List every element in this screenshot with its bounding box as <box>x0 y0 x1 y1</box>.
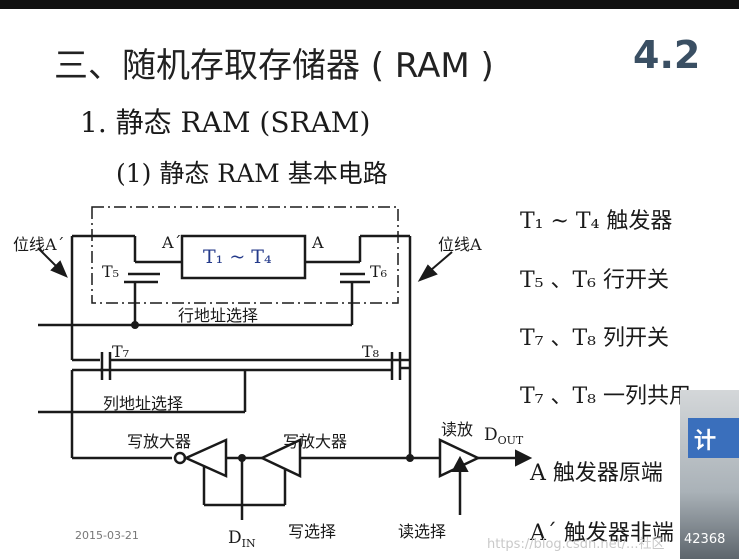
subheading-basic-circuit: (1) 静态 RAM 基本电路 <box>116 159 388 188</box>
label-t7: T₇ <box>112 342 130 361</box>
label-din: DIN <box>228 528 256 550</box>
heading-sram: 1. 静态 RAM (SRAM) <box>80 106 371 139</box>
top-bar <box>0 0 739 9</box>
legend-item-5: A 触发器原端 <box>530 461 663 486</box>
node-a-prime: A´ <box>162 233 182 252</box>
section-number: 4.2 <box>633 33 701 77</box>
label-write-amp-1: 写放大器 <box>127 432 192 451</box>
label-column-select: 列地址选择 <box>103 394 184 413</box>
label-read-select: 读选择 <box>398 522 447 541</box>
legend-item-6: A´ 触发器非端 <box>530 521 674 546</box>
label-t5: T₅ <box>102 262 120 281</box>
legend-item-4: T₇ 、T₈ 一列共用 <box>520 384 691 409</box>
video-overlay-thumbnail: 计 42368 <box>680 390 739 559</box>
flipflop-label: T₁ ~ T₄ <box>203 246 272 268</box>
label-bitline-a: 位线A <box>438 235 482 254</box>
slide-title: 三、随机存取存储器 ( RAM ) <box>54 46 494 86</box>
node-a: A <box>312 233 324 252</box>
overlay-panel: 计 <box>688 418 739 458</box>
legend-item-2: T₅ 、T₆ 行开关 <box>520 268 669 293</box>
label-t6: T₆ <box>370 262 388 281</box>
label-write-amp-2: 写放大器 <box>283 432 348 451</box>
label-t8: T₈ <box>362 342 380 361</box>
label-bitline-a-prime: 位线A´ <box>13 235 65 254</box>
watermark: https://blog.csdn.net/...社区 <box>487 537 665 552</box>
legend-item-3: T₇ 、T₈ 列开关 <box>520 326 669 351</box>
legend-item-1: T₁ ~ T₄ 触发器 <box>520 209 673 234</box>
label-dout: DOUT <box>484 425 524 447</box>
label-read-amp: 读放 <box>441 420 474 439</box>
slide-date: 2015-03-21 <box>75 529 139 542</box>
label-row-select: 行地址选择 <box>178 306 259 325</box>
label-write-select: 写选择 <box>288 522 337 541</box>
overlay-count: 42368 <box>684 532 726 547</box>
